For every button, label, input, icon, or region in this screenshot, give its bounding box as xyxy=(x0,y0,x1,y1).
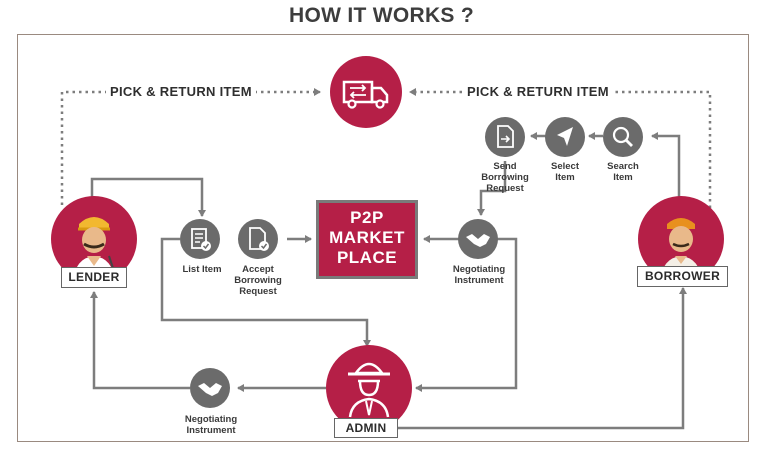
truck-icon xyxy=(342,80,389,109)
diagram-frame xyxy=(17,34,749,442)
truck-circle xyxy=(330,56,402,128)
search-icon xyxy=(612,126,633,147)
accept-request-circle xyxy=(238,219,278,259)
line-list-to-admin xyxy=(160,237,371,347)
negotiating-bottom-circle xyxy=(190,368,230,408)
p2p-line-3: PLACE xyxy=(336,248,398,267)
borrower-label: BORROWER xyxy=(637,266,728,287)
line-negotiating-to-admin xyxy=(415,237,518,392)
document-send-icon xyxy=(497,125,514,148)
handshake-icon xyxy=(466,234,490,247)
document-check-icon xyxy=(249,227,269,251)
search-item-circle xyxy=(603,117,643,157)
line-admin-to-borrower xyxy=(398,287,687,430)
select-item-caption: Select Item xyxy=(551,161,579,183)
pick-return-label-right: PICK & RETURN ITEM xyxy=(463,84,613,99)
dotted-line-left xyxy=(60,88,321,205)
select-item-circle xyxy=(545,117,585,157)
lender-label: LENDER xyxy=(61,267,127,288)
admin-circle xyxy=(326,345,412,431)
page-title: HOW IT WORKS ? xyxy=(288,4,474,27)
accept-request-caption: Accept Borrowing Request xyxy=(234,264,282,297)
pick-return-label-left: PICK & RETURN ITEM xyxy=(106,84,256,99)
negotiating-right-circle xyxy=(458,219,498,259)
admin-label: ADMIN xyxy=(334,418,398,438)
cursor-arrow-icon xyxy=(557,127,573,146)
p2p-marketplace-box: P2P MARKET PLACE xyxy=(316,200,418,279)
search-item-caption: Search Item xyxy=(607,161,639,183)
send-request-caption: Send Borrowing Request xyxy=(481,161,529,194)
line-lender-to-list xyxy=(90,177,206,217)
send-request-circle xyxy=(485,117,525,157)
p2p-line-2: MARKET xyxy=(329,228,405,247)
negotiating-bottom-caption: Negotiating Instrument xyxy=(184,414,238,436)
list-item-circle xyxy=(180,219,220,259)
line-negotiating-to-lender xyxy=(90,291,190,390)
line-send-to-negotiating xyxy=(477,161,507,216)
negotiating-right-caption: Negotiating Instrument xyxy=(452,264,506,286)
admin-spy-icon xyxy=(348,362,390,418)
list-check-icon xyxy=(191,228,211,251)
p2p-line-1: P2P xyxy=(350,208,384,227)
line-borrower-to-search xyxy=(651,132,681,200)
list-item-caption: List Item xyxy=(182,264,222,275)
handshake-icon xyxy=(198,383,222,396)
